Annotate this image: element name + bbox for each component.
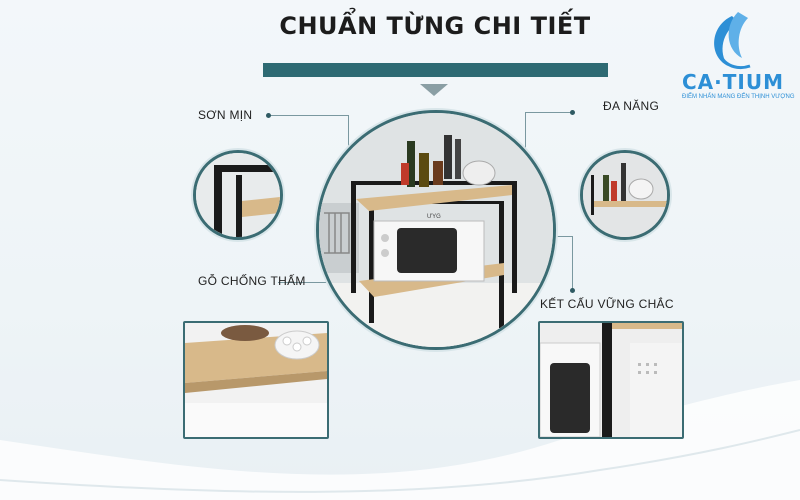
connector-waterproof xyxy=(278,282,358,283)
detail-smooth-paint-image xyxy=(193,150,283,240)
connector-smooth xyxy=(268,115,348,116)
label-sturdy-structure: KẾT CẤU VỮNG CHẮC xyxy=(540,297,674,311)
connector-versatile-vertical xyxy=(525,112,526,182)
marker-smooth xyxy=(266,113,271,118)
logo-brand-text: CA·TIUM xyxy=(682,70,784,94)
down-arrow-icon xyxy=(420,84,448,96)
logo-swirl-icon xyxy=(714,12,751,69)
main-product-image: ƯYG xyxy=(316,110,556,350)
detail-versatile-image xyxy=(580,150,670,240)
label-versatile: ĐA NĂNG xyxy=(603,99,660,113)
marker-sturdy xyxy=(570,288,575,293)
microwave-brand-text: ƯYG xyxy=(427,214,441,220)
connector-sturdy-vertical xyxy=(572,236,573,291)
background-wave xyxy=(0,380,800,500)
brand-logo: CA·TIUM ĐIỂM NHẤN MANG ĐẾN THỊNH VƯỢNG xyxy=(680,8,795,103)
detail-waterproof-wood-image xyxy=(183,321,329,439)
marker-versatile xyxy=(570,110,575,115)
label-smooth-paint: SƠN MỊN xyxy=(198,108,253,122)
logo-tagline: ĐIỂM NHẤN MANG ĐẾN THỊNH VƯỢNG xyxy=(682,94,795,100)
label-waterproof-wood: GỖ CHỐNG THẤM xyxy=(198,274,306,288)
page-title: CHUẨN TỪNG CHI TIẾT xyxy=(279,12,591,40)
detail-sturdy-structure-image xyxy=(538,321,684,439)
connector-versatile xyxy=(525,112,572,113)
title-underline-bar xyxy=(263,63,608,77)
